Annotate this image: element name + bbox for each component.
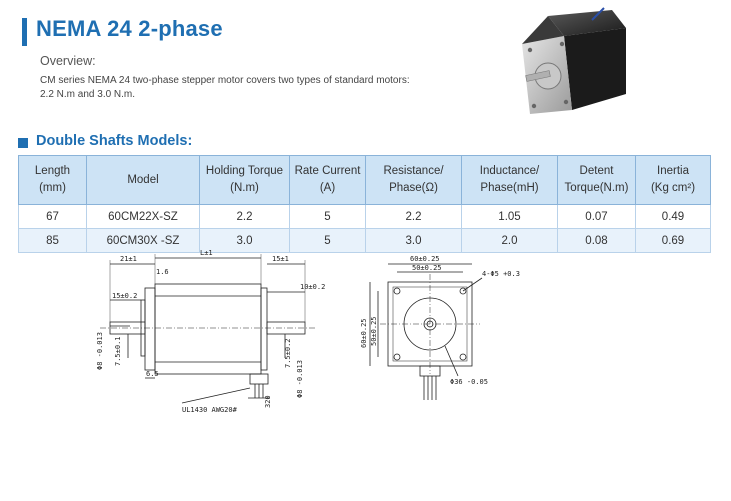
overview-heading: Overview: bbox=[40, 54, 96, 68]
dim-10: 10±0.2 bbox=[300, 283, 325, 291]
cell-inductance: 2.0 bbox=[461, 228, 558, 253]
dim-phi8a: Φ8 -0.013 bbox=[96, 332, 104, 370]
cell-holding-torque: 2.2 bbox=[199, 204, 290, 229]
section-heading: Double Shafts Models: bbox=[36, 133, 193, 149]
side-flange bbox=[144, 287, 156, 371]
cell-length: 67 bbox=[18, 204, 87, 229]
cell-resistance: 3.0 bbox=[365, 228, 462, 253]
dim-60-v: 60±0.25 bbox=[360, 318, 368, 348]
header-model: Model bbox=[86, 155, 200, 205]
header-inertia: Inertia(Kg cm²) bbox=[635, 155, 711, 205]
cell-resistance: 2.2 bbox=[365, 204, 462, 229]
header-inductance: Inductance/Phase(mH) bbox=[461, 155, 558, 205]
dim-holes: 4-Φ5 +0.3 bbox=[482, 270, 520, 278]
dim-50-h: 50±0.25 bbox=[412, 264, 442, 272]
cell-model: 60CM22X-SZ bbox=[86, 204, 200, 229]
page-title: NEMA 24 2-phase bbox=[36, 16, 223, 41]
header-rate-current: Rate Current(A) bbox=[289, 155, 366, 205]
cell-inertia: 0.49 bbox=[635, 204, 711, 229]
dim-320: 320 bbox=[264, 395, 272, 408]
dim-60-h: 60±0.25 bbox=[410, 255, 440, 263]
dim-15-right: 15±1 bbox=[272, 255, 289, 263]
title-accent-bar bbox=[22, 18, 27, 46]
dim-50-v: 50±0.25 bbox=[370, 316, 378, 346]
cell-rate-current: 5 bbox=[289, 228, 366, 253]
dim-21: 21±1 bbox=[120, 255, 137, 263]
dim-7-5a: 7.5±0.1 bbox=[114, 336, 122, 366]
overview-line-1: CM series NEMA 24 two-phase stepper moto… bbox=[40, 75, 410, 86]
cell-rate-current: 5 bbox=[289, 204, 366, 229]
dim-L: L±1 bbox=[200, 249, 213, 257]
section-marker bbox=[18, 138, 28, 148]
dimension-drawing: 21±1 L±1 15±1 1.6 15±0.2 10±0.2 7.5±0.1 … bbox=[96, 249, 520, 414]
header-holding-torque: Holding Torque(N.m) bbox=[199, 155, 290, 205]
cell-length: 85 bbox=[18, 228, 87, 253]
cell-detent-torque: 0.08 bbox=[557, 228, 636, 253]
table-row: 85 60CM30X -SZ 3.0 5 3.0 2.0 0.08 0.69 bbox=[18, 228, 711, 253]
header-resistance: Resistance/Phase(Ω) bbox=[365, 155, 462, 205]
dim-15-left: 15±0.2 bbox=[112, 292, 137, 300]
overview-text: CM series NEMA 24 two-phase stepper moto… bbox=[40, 74, 460, 102]
cell-model: 60CM30X -SZ bbox=[86, 228, 200, 253]
cell-detent-torque: 0.07 bbox=[557, 204, 636, 229]
dim-7-5b: 7.5±0.2 bbox=[284, 338, 292, 368]
table-header-row: Length(mm) Model Holding Torque(N.m) Rat… bbox=[18, 155, 711, 205]
side-body bbox=[154, 283, 262, 375]
spec-table: Length(mm) Model Holding Torque(N.m) Rat… bbox=[18, 155, 711, 253]
dim-phi36: Φ36 -0.05 bbox=[450, 378, 488, 386]
dim-1-6: 1.6 bbox=[156, 268, 169, 276]
table-row: 67 60CM22X-SZ 2.2 5 2.2 1.05 0.07 0.49 bbox=[18, 204, 711, 229]
dim-phi8b: Φ8 -0.013 bbox=[296, 360, 304, 398]
cell-holding-torque: 3.0 bbox=[199, 228, 290, 253]
cell-inductance: 1.05 bbox=[461, 204, 558, 229]
header-length: Length(mm) bbox=[18, 155, 87, 205]
overview-line-2: 2.2 N.m and 3.0 N.m. bbox=[40, 89, 136, 100]
dim-6-5: 6.5 bbox=[146, 370, 159, 378]
cell-inertia: 0.69 bbox=[635, 228, 711, 253]
wire-label: UL1430 AWG20# bbox=[182, 406, 238, 414]
motor-photo bbox=[522, 7, 626, 114]
